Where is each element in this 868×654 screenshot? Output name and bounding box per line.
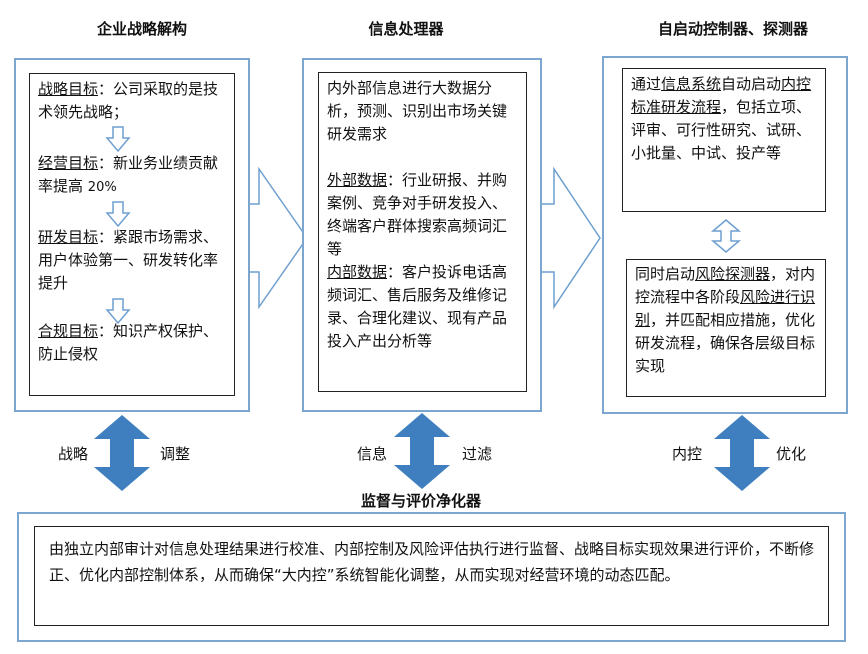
hollow-down-arrow-3 <box>105 298 131 325</box>
hollow-updown-arrow <box>710 219 742 253</box>
processor-intro: 内外部信息进行大数据分析，预测、识别出市场关键研发需求 <box>327 79 508 143</box>
external-data-text: 行业研报、并购案例、竞争对手研发投入、终端客户群体搜索高频词汇等 <box>327 171 508 258</box>
risk-identification: 风险进行识别 <box>635 288 816 329</box>
processor-box: 内外部信息进行大数据分析，预测、识别出市场关键研发需求 外部数据：行业研报、并购… <box>318 72 527 392</box>
strategy-goal-sep: ： <box>98 80 114 98</box>
external-data: 外部数据：行业研报、并购案例、竞争对手研发投入、终端客户群体搜索高频词汇等 <box>327 169 518 261</box>
strategy-goal-label: 战略目标 <box>38 80 99 98</box>
risk-text-2: ，对内控流程中各阶段 <box>635 265 816 306</box>
risk-detector: 风险探测器 <box>695 265 771 283</box>
arrow-label-strategy: 战略 <box>58 445 89 463</box>
strategy-goal: 战略目标：公司采取的是技术领先战略； <box>38 78 226 126</box>
double-arrow-control <box>714 415 770 491</box>
hollow-down-arrow-1 <box>105 126 131 153</box>
strategy-goal-text: 公司采取的是技术领先战略； <box>38 80 219 121</box>
controller-rd-process: 内控标准研发流程 <box>631 75 812 116</box>
risk-detector-box: 同时启动风险探测器，对内控流程中各阶段风险进行识别，并匹配相应措施，优化研发流程… <box>626 259 826 397</box>
double-arrow-strategy <box>94 415 150 491</box>
arrow-label-optimize: 优化 <box>776 445 807 463</box>
hollow-right-arrow-1 <box>250 166 308 310</box>
compliance-goal-label: 合规目标 <box>38 322 99 340</box>
operation-goal: 经营目标：新业务业绩贡献率提高 20% <box>38 152 226 200</box>
controller-text-1: 通过 <box>631 75 662 93</box>
rd-goal-text: 紧跟市场需求、用户体验第一、研发转化率提升 <box>38 228 219 292</box>
risk-text-3: ，并匹配相应措施，优化研发流程，确保各层级目标实现 <box>635 311 816 375</box>
operation-goal-percent: 20% <box>87 180 117 195</box>
column-title-processor: 信息处理器 <box>368 20 444 38</box>
external-data-label: 外部数据 <box>327 171 388 189</box>
risk-text-1: 同时启动 <box>635 265 696 283</box>
controller-info-system: 信息系统 <box>661 75 722 93</box>
arrow-label-adjust: 调整 <box>160 445 191 463</box>
external-data-sep: ： <box>387 171 403 189</box>
hollow-right-arrow-2 <box>541 166 601 310</box>
column-title-strategy: 企业战略解构 <box>96 20 187 38</box>
compliance-goal-sep: ： <box>98 322 114 340</box>
operation-goal-text: 新业务业绩贡献率提高 <box>38 154 219 195</box>
rd-goal-sep: ： <box>98 228 114 246</box>
double-arrow-info <box>394 413 450 489</box>
arrow-label-control: 内控 <box>672 445 703 463</box>
internal-data-label: 内部数据 <box>327 263 388 281</box>
strategy-box: 战略目标：公司采取的是技术领先战略； 经营目标：新业务业绩贡献率提高 20% 研… <box>29 73 235 396</box>
controller-text-3: ，包括立项、评审、可行性研究、试研、小批量、中试、投产等 <box>631 98 812 162</box>
operation-goal-sep: ： <box>98 154 114 172</box>
hollow-down-arrow-2 <box>105 201 131 228</box>
controller-box: 通过信息系统自动启动内控标准研发流程，包括立项、评审、可行性研究、试研、小批量、… <box>622 68 826 212</box>
controller-text-2: 自动启动 <box>721 75 782 93</box>
internal-data-sep: ： <box>387 263 403 281</box>
rd-goal: 研发目标：紧跟市场需求、用户体验第一、研发转化率提升 <box>38 226 226 296</box>
rd-goal-label: 研发目标 <box>38 228 99 246</box>
internal-data-text: 客户投诉电话高频词汇、售后服务及维修记录、合理化建议、现有产品投入产出分析等 <box>327 263 508 350</box>
column-title-controller: 自启动控制器、探测器 <box>657 20 808 38</box>
compliance-goal: 合规目标：知识产权保护、防止侵权 <box>38 320 226 366</box>
bottom-box: 由独立内部审计对信息处理结果进行校准、内部控制及风险评估执行进行监督、战略目标实… <box>34 526 829 626</box>
bottom-title: 监督与评价净化器 <box>360 492 481 510</box>
operation-goal-label: 经营目标 <box>38 154 99 172</box>
compliance-goal-text: 知识产权保护、防止侵权 <box>38 322 219 363</box>
internal-data: 内部数据：客户投诉电话高频词汇、售后服务及维修记录、合理化建议、现有产品投入产出… <box>327 261 518 353</box>
arrow-label-info: 信息 <box>357 445 388 463</box>
arrow-label-filter: 过滤 <box>462 445 493 463</box>
